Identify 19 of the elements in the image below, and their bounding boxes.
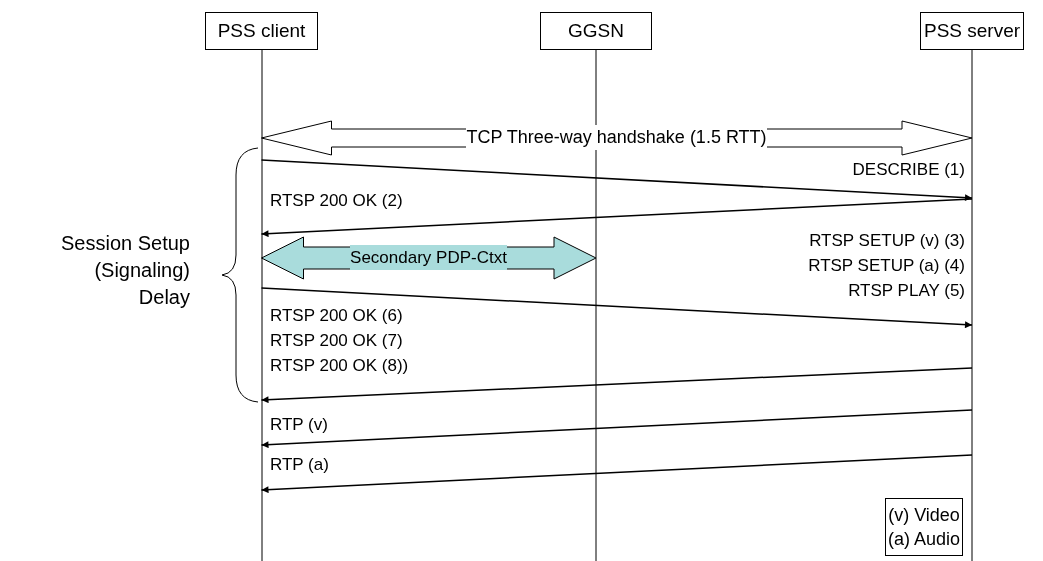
edge-label: DESCRIBE (1) — [852, 159, 965, 181]
participant-box: PSS server — [920, 12, 1024, 50]
edge-label: RTP (a) — [270, 454, 329, 476]
message-arrow — [260, 287, 973, 329]
edge-label: RTSP SETUP (v) (3) RTSP SETUP (a) (4) RTSP PLAY (5) — [807, 230, 965, 302]
edge-label: RTSP 200 OK (6) RTSP 200 OK (7) RTSP 200 OK (8)) — [270, 305, 410, 377]
participant-box: PSS client — [205, 12, 318, 50]
message-arrow — [260, 198, 973, 238]
edge-label: Secondary PDP-Ctxt — [350, 245, 507, 270]
brace-label: Session Setup (Signaling) Delay — [60, 231, 190, 310]
message-arrow — [260, 454, 973, 494]
note-box: (v) Video (a) Audio — [885, 498, 963, 556]
participant-box: GGSN — [540, 12, 652, 50]
edge-label: RTSP 200 OK (2) — [270, 190, 403, 212]
message-arrow — [260, 159, 973, 202]
edge-label: RTP (v) — [270, 414, 328, 436]
message-arrow — [260, 367, 973, 404]
message-arrow — [260, 409, 973, 449]
edge-label: TCP Three-way handshake (1.5 RTT) — [466, 125, 767, 150]
